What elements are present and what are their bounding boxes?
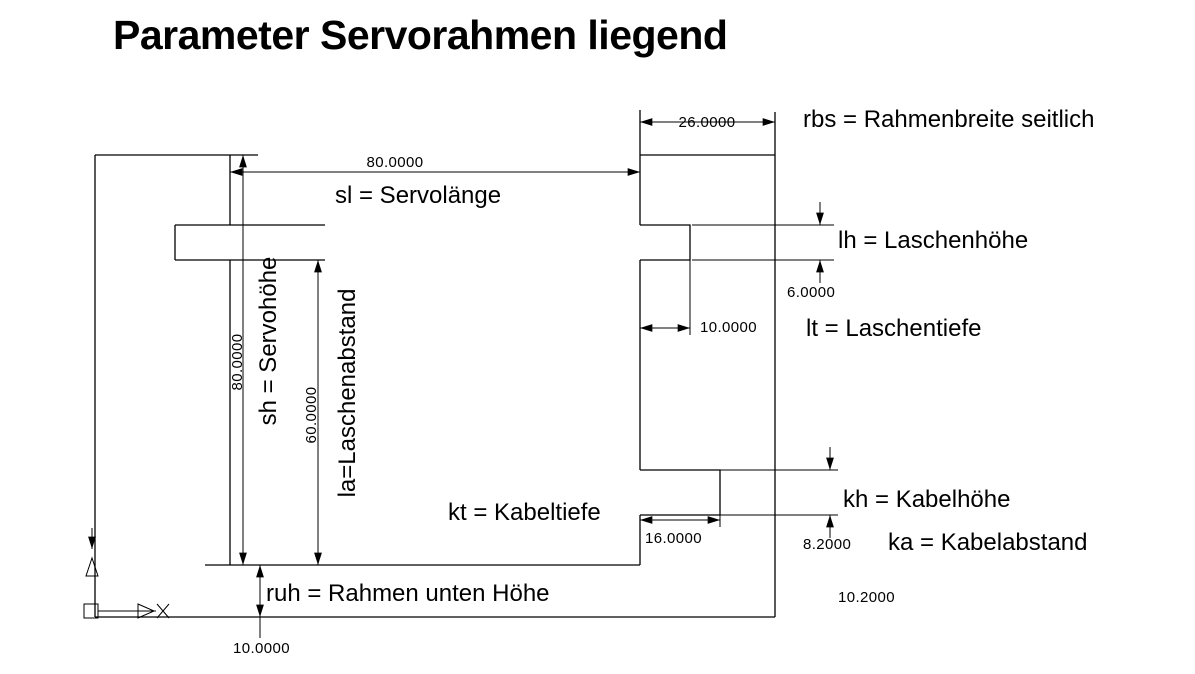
dim-value-lh: 6.0000 [787, 284, 835, 301]
label-sl: sl = Servolänge [335, 182, 501, 209]
label-kh: kh = Kabelhöhe [843, 486, 1010, 513]
ucs-icon [83, 528, 170, 619]
label-lh: lh = Laschenhöhe [838, 227, 1028, 254]
dimension-lines [230, 118, 838, 638]
right-view-outline [639, 110, 776, 617]
ucs-triangle-icon [85, 556, 99, 577]
dim-value-sh: 80.0000 [229, 333, 246, 390]
dimension-values: 26.0000 80.0000 6.0000 10.0000 80.0000 6… [229, 114, 895, 657]
ucs-cross-icon [156, 603, 170, 619]
label-lt: lt = Laschentiefe [806, 315, 981, 342]
dim-value-ka: 10.2000 [838, 589, 895, 606]
label-la: la=Laschenabstand [334, 289, 361, 498]
label-ruh: ruh = Rahmen unten Höhe [266, 580, 550, 607]
ucs-x-arrowhead-icon [137, 603, 156, 619]
ucs-square-icon [83, 603, 99, 619]
drawing-title: Parameter Servorahmen liegend [113, 12, 728, 58]
label-ka: ka = Kabelabstand [888, 529, 1088, 556]
label-kt: kt = Kabeltiefe [448, 499, 601, 526]
dim-value-rbs: 26.0000 [678, 114, 735, 131]
dim-value-la: 60.0000 [303, 386, 320, 443]
dim-value-sl: 80.0000 [366, 154, 423, 171]
label-rbs: rbs = Rahmenbreite seitlich [803, 106, 1094, 133]
dim-value-lt: 10.0000 [700, 319, 757, 336]
left-view-outline [94, 154, 775, 618]
dim-value-ruh: 10.0000 [233, 640, 290, 657]
parameter-labels: rbs = Rahmenbreite seitlich sl = Servolä… [255, 106, 1094, 607]
dim-value-kt: 16.0000 [645, 530, 702, 547]
dim-value-kh: 8.2000 [803, 536, 851, 553]
label-sh: sh = Servohöhe [255, 257, 282, 426]
